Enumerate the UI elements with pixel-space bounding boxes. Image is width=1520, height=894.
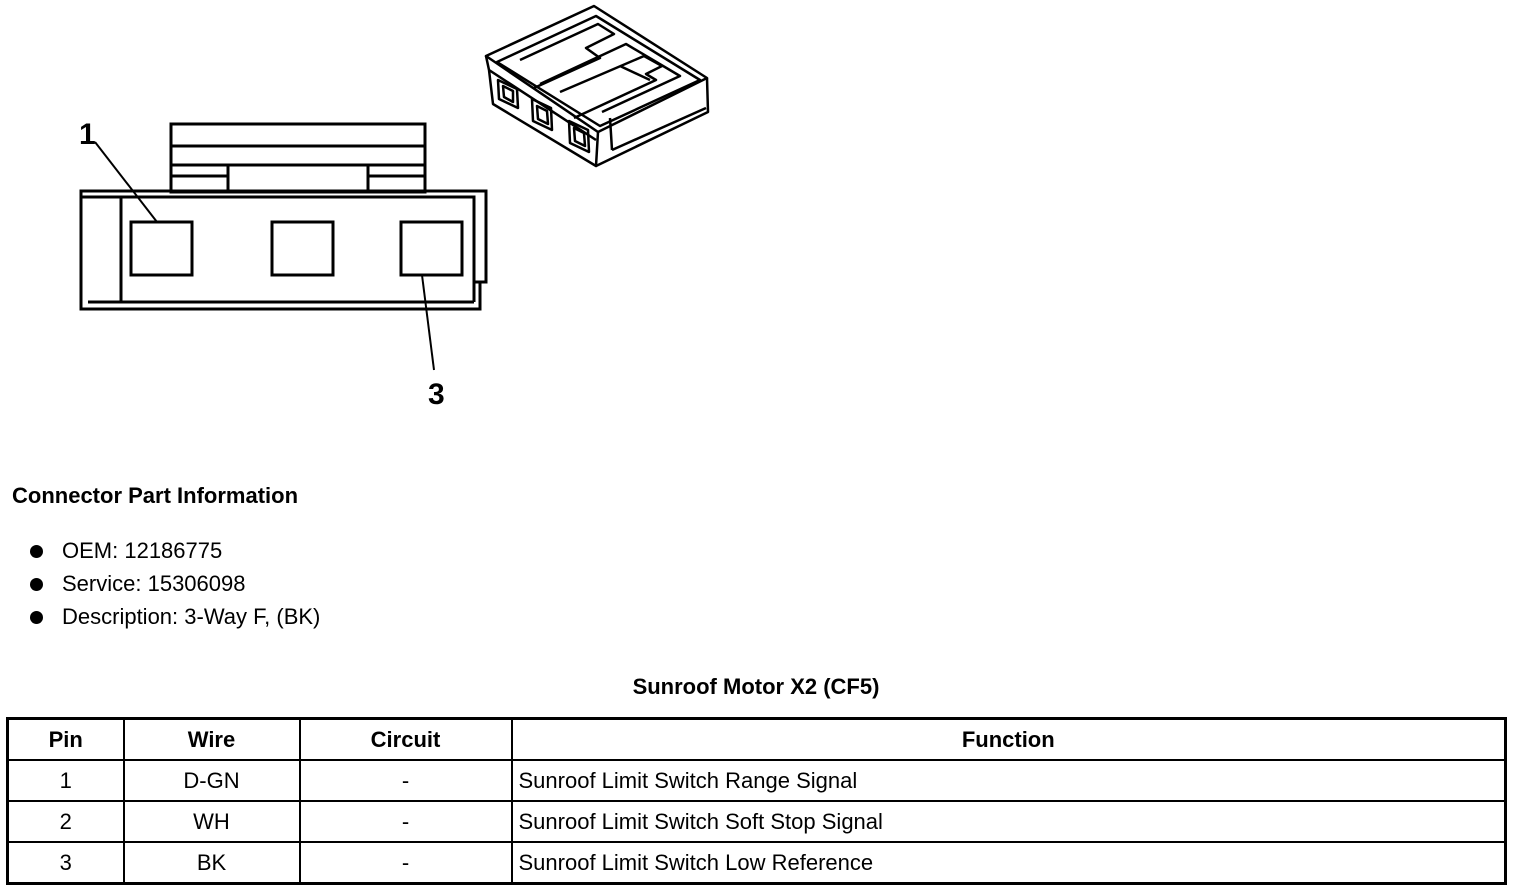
function-cell: Sunroof Limit Switch Range Signal [510,759,1507,802]
circuit-cell: - [298,841,513,885]
column-header-circuit: Circuit [298,717,513,761]
description-value: 3-Way F, (BK) [184,604,321,629]
connector-isometric-view [484,4,710,168]
wire-cell: D-GN [122,759,301,802]
table-row: 2 WH - Sunroof Limit Switch Soft Stop Si… [6,800,1507,843]
oem-value: 12186775 [124,538,223,563]
connector-latch [169,122,427,194]
function-cell: Sunroof Limit Switch Soft Stop Signal [510,800,1507,843]
pin-3-label: 3 [428,378,445,411]
bullet-icon [30,545,43,558]
service-label: Service: [62,571,148,596]
description-label: Description: [62,604,185,629]
service-value: 15306098 [147,571,246,596]
oem-label: OEM: [62,538,125,563]
connector-part-info-list: OEM: 12186775 Service: 15306098 Descript… [28,536,320,635]
pin-1-leader [94,141,158,223]
pin-cavity-3 [399,220,464,277]
table-row: 3 BK - Sunroof Limit Switch Low Referenc… [6,841,1507,885]
pin-3-leader [421,274,435,371]
connector-face-view [79,122,488,371]
pin-cell: 2 [6,800,125,843]
column-header-wire: Wire [122,717,301,761]
bullet-icon [30,578,43,591]
pin-cell: 1 [6,759,125,802]
pin-1-label: 1 [79,118,96,151]
wire-cell: BK [122,841,301,885]
wire-cell: WH [122,800,301,843]
function-cell: Sunroof Limit Switch Low Reference [510,841,1507,885]
table-row: 1 D-GN - Sunroof Limit Switch Range Sign… [6,759,1507,802]
table-header-row: Pin Wire Circuit Function [6,717,1507,761]
list-item-service: Service: 15306098 [28,569,320,602]
list-item-description: Description: 3-Way F, (BK) [28,602,320,635]
circuit-cell: - [298,800,513,843]
connector-drawing: 1 3 [79,4,710,411]
pinout-table-title: Sunroof Motor X2 (CF5) [632,674,880,699]
connector-diagram: 1 3 [0,0,760,430]
pin-cell: 3 [6,841,125,885]
connector-body [79,189,488,311]
column-header-function: Function [510,717,1507,761]
pinout-table: Pin Wire Circuit Function 1 D-GN - Sunro… [6,717,1507,885]
list-item-oem: OEM: 12186775 [28,536,320,569]
circuit-cell: - [298,759,513,802]
pin-cavity-2 [270,220,335,277]
pin-cavity-1 [129,220,194,277]
column-header-pin: Pin [6,717,125,761]
connector-part-info-heading: Connector Part Information [12,483,299,508]
bullet-icon [30,611,43,624]
